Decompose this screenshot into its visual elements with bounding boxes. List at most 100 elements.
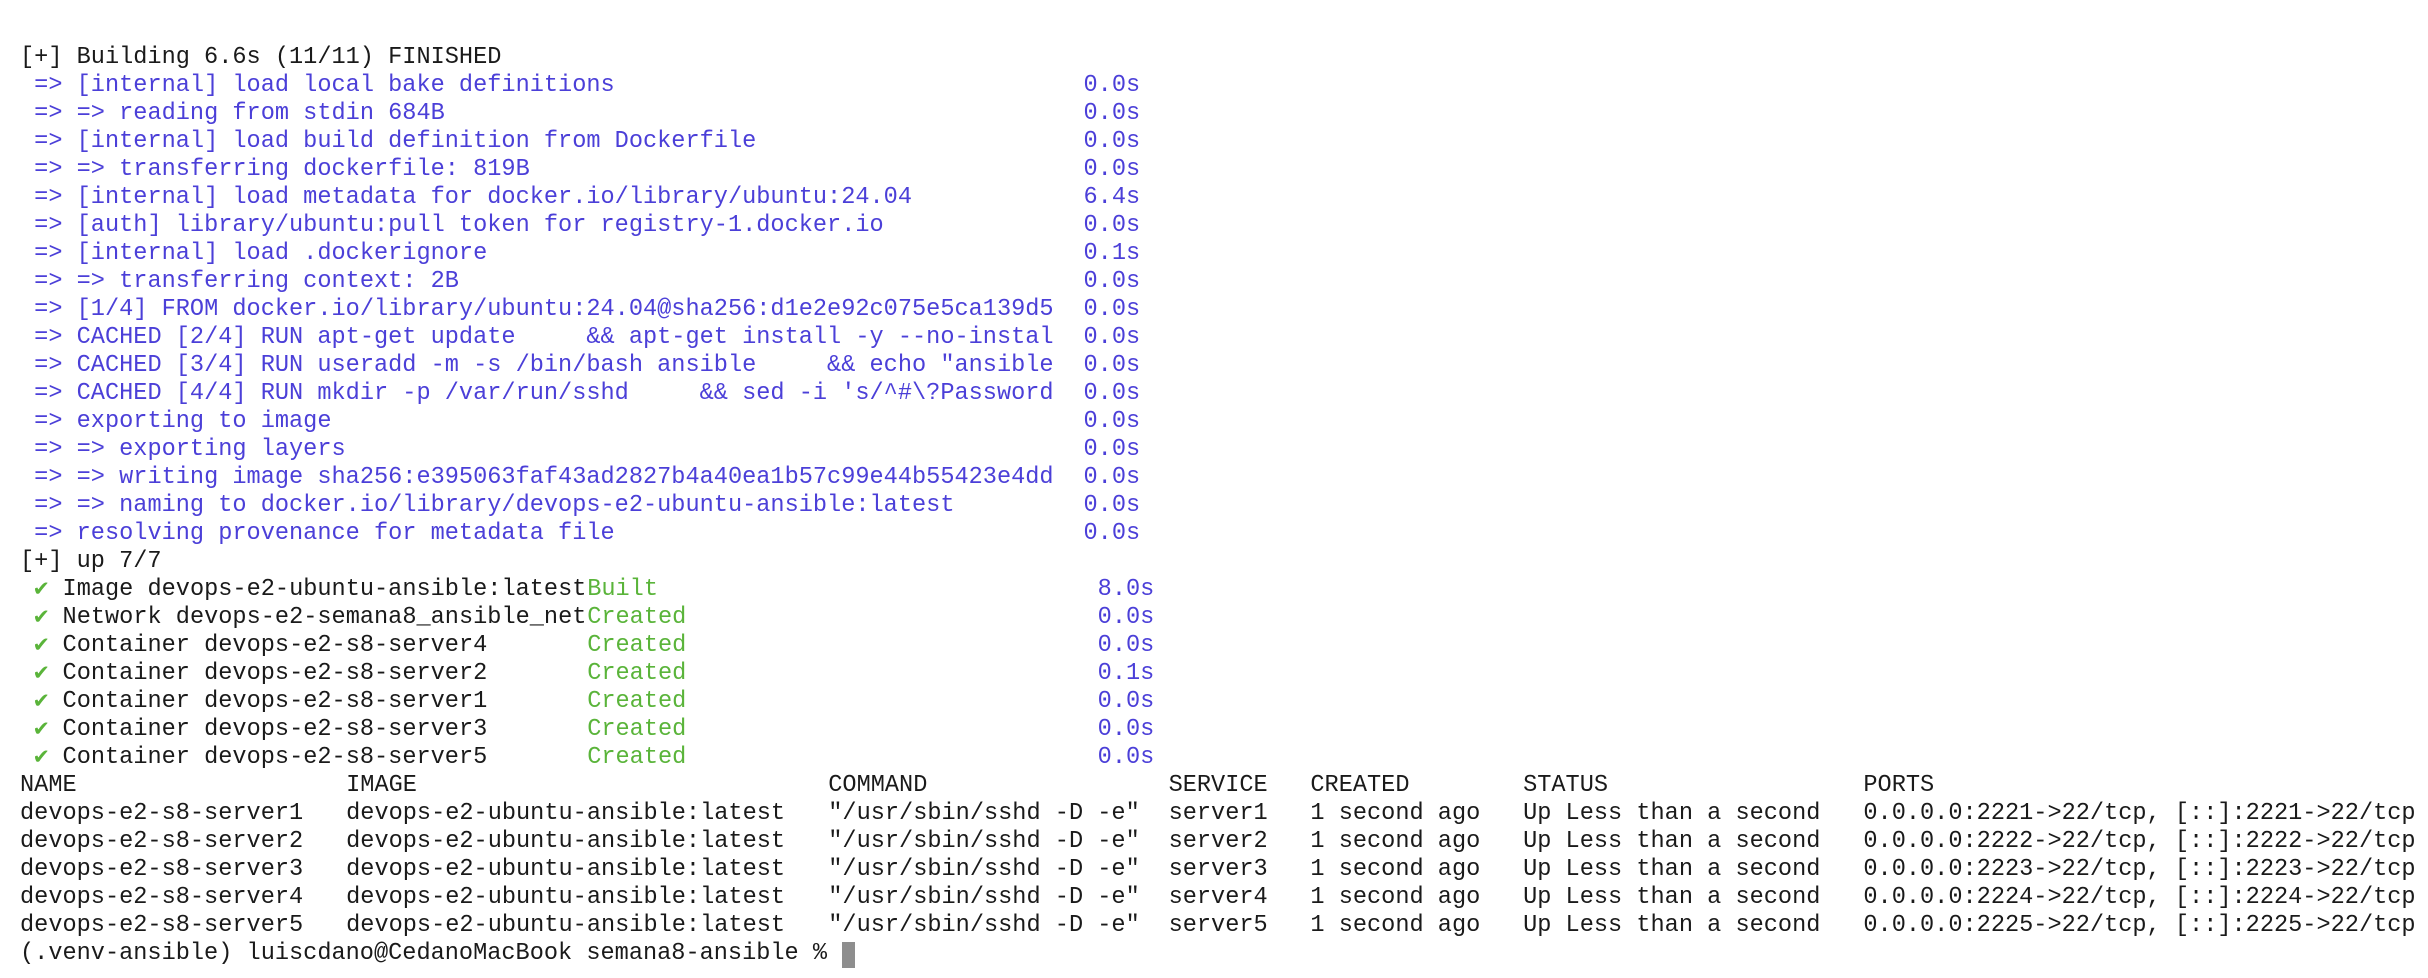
build-step-line: => => writing image sha256:e395063faf43a… <box>0 464 2428 492</box>
build-step-text: => CACHED [3/4] RUN useradd -m -s /bin/b… <box>34 352 1054 379</box>
ps-cell-status: Up Less than a second <box>1523 856 1821 883</box>
resource-name: Image devops-e2-ubuntu-ansible:latest <box>62 576 587 603</box>
resource-name: Network devops-e2-semana8_ansible_net <box>62 604 587 631</box>
ps-cell-command: "/usr/sbin/sshd -D -e" <box>828 884 1140 911</box>
ps-cell-image: devops-e2-ubuntu-ansible:latest <box>346 800 786 827</box>
build-step-time: 0.0s <box>1083 436 1141 463</box>
build-step-line: => CACHED [4/4] RUN mkdir -p /var/run/ss… <box>0 380 2428 408</box>
ps-cell-name: devops-e2-s8-server3 <box>20 856 304 883</box>
prompt-line[interactable]: (.venv-ansible) luiscdano@CedanoMacBook … <box>0 940 2428 968</box>
ps-cell-ports: 0.0.0.0:2223->22/tcp, [::]:2223->22/tcp <box>1863 856 2416 883</box>
ps-header-created: CREATED <box>1310 772 1410 799</box>
build-step-text: => => transferring context: 2B <box>34 268 459 295</box>
ps-cell-name: devops-e2-s8-server5 <box>20 912 304 939</box>
ps-cell-command: "/usr/sbin/sshd -D -e" <box>828 800 1140 827</box>
build-step-line: => => naming to docker.io/library/devops… <box>0 492 2428 520</box>
ps-cell-image: devops-e2-ubuntu-ansible:latest <box>346 884 786 911</box>
ps-cell-name: devops-e2-s8-server1 <box>20 800 304 827</box>
ps-header-status: STATUS <box>1523 772 1609 799</box>
ps-cell-command: "/usr/sbin/sshd -D -e" <box>828 912 1140 939</box>
ps-table-row: devops-e2-s8-server4 devops-e2-ubuntu-ans… <box>0 884 2428 912</box>
resource-name: Container devops-e2-s8-server1 <box>62 688 488 715</box>
build-step-text: => [1/4] FROM docker.io/library/ubuntu:2… <box>34 296 1054 323</box>
ps-cell-status: Up Less than a second <box>1523 800 1821 827</box>
build-step-line: => [internal] load build definition from… <box>0 128 2428 156</box>
build-step-time: 0.0s <box>1083 492 1141 519</box>
build-step-time: 0.0s <box>1083 324 1141 351</box>
text-cursor[interactable] <box>842 942 856 968</box>
build-step-time: 0.0s <box>1083 352 1141 379</box>
check-icon: ✔ <box>34 716 49 743</box>
resource-status: Created <box>587 716 687 743</box>
ps-cell-created: 1 second ago <box>1310 912 1481 939</box>
build-step-line: => [1/4] FROM docker.io/library/ubuntu:2… <box>0 296 2428 324</box>
build-step-time: 0.0s <box>1083 72 1141 99</box>
build-step-text: => [internal] load metadata for docker.i… <box>34 184 913 211</box>
shell-prompt: (.venv-ansible) luiscdano@CedanoMacBook … <box>20 940 828 967</box>
resource-time: 0.1s <box>1097 660 1155 687</box>
build-step-text: => => naming to docker.io/library/devops… <box>34 492 955 519</box>
build-step-time: 0.0s <box>1083 380 1141 407</box>
ps-cell-name: devops-e2-s8-server4 <box>20 884 304 911</box>
up-header-line: [+] up 7/7 <box>0 548 2428 576</box>
check-icon: ✔ <box>34 632 49 659</box>
build-step-time: 0.0s <box>1083 464 1141 491</box>
build-step-time: 0.0s <box>1083 212 1141 239</box>
build-step-text: => => exporting layers <box>34 436 346 463</box>
build-step-time: 0.0s <box>1083 128 1141 155</box>
check-icon: ✔ <box>34 744 49 771</box>
ps-header-ports: PORTS <box>1863 772 1935 799</box>
build-step-text: => exporting to image <box>34 408 332 435</box>
build-header: [+] Building 6.6s (11/11) FINISHED <box>20 44 502 71</box>
resource-status: Created <box>587 632 687 659</box>
build-step-time: 0.0s <box>1083 156 1141 183</box>
build-step-time: 0.1s <box>1083 240 1141 267</box>
build-step-text: => => writing image sha256:e395063faf43a… <box>34 464 1054 491</box>
resource-name: Container devops-e2-s8-server3 <box>62 716 488 743</box>
ps-cell-service: server2 <box>1168 828 1268 855</box>
build-step-line: => [internal] load local bake definition… <box>0 72 2428 100</box>
ps-cell-created: 1 second ago <box>1310 800 1481 827</box>
build-step-time: 0.0s <box>1083 100 1141 127</box>
resource-time: 0.0s <box>1097 688 1155 715</box>
build-step-line: => => exporting layers 0.0s <box>0 436 2428 464</box>
build-step-text: => CACHED [2/4] RUN apt-get update && ap… <box>34 324 1054 351</box>
ps-cell-ports: 0.0.0.0:2224->22/tcp, [::]:2224->22/tcp <box>1863 884 2416 911</box>
check-icon: ✔ <box>34 660 49 687</box>
ps-cell-created: 1 second ago <box>1310 856 1481 883</box>
build-step-line: => resolving provenance for metadata fil… <box>0 520 2428 548</box>
build-step-line: => [internal] load .dockerignore 0.1s <box>0 240 2428 268</box>
up-header: [+] up 7/7 <box>20 548 162 575</box>
up-item-line: ✔ Container devops-e2-s8-server3 Created 0.… <box>0 716 2428 744</box>
ps-header-command: COMMAND <box>828 772 928 799</box>
ps-cell-image: devops-e2-ubuntu-ansible:latest <box>346 856 786 883</box>
ps-cell-status: Up Less than a second <box>1523 912 1821 939</box>
build-step-text: => resolving provenance for metadata fil… <box>34 520 615 547</box>
resource-status: Created <box>587 604 687 631</box>
ps-cell-created: 1 second ago <box>1310 828 1481 855</box>
resource-status: Created <box>587 660 687 687</box>
build-step-line: => CACHED [3/4] RUN useradd -m -s /bin/b… <box>0 352 2428 380</box>
ps-cell-image: devops-e2-ubuntu-ansible:latest <box>346 828 786 855</box>
ps-header-service: SERVICE <box>1168 772 1268 799</box>
resource-time: 0.0s <box>1097 632 1155 659</box>
check-icon: ✔ <box>34 576 49 603</box>
build-step-line: => => transferring dockerfile: 819B 0.0s <box>0 156 2428 184</box>
build-step-time: 6.4s <box>1083 184 1141 211</box>
ps-cell-ports: 0.0.0.0:2225->22/tcp, [::]:2225->22/tcp <box>1863 912 2416 939</box>
build-step-text: => [internal] load .dockerignore <box>34 240 488 267</box>
resource-time: 0.0s <box>1097 604 1155 631</box>
build-step-time: 0.0s <box>1083 296 1141 323</box>
resource-time: 0.0s <box>1097 716 1155 743</box>
build-step-text: => => transferring dockerfile: 819B <box>34 156 530 183</box>
resource-name: Container devops-e2-s8-server4 <box>62 632 488 659</box>
build-step-text: => [auth] library/ubuntu:pull token for … <box>34 212 884 239</box>
